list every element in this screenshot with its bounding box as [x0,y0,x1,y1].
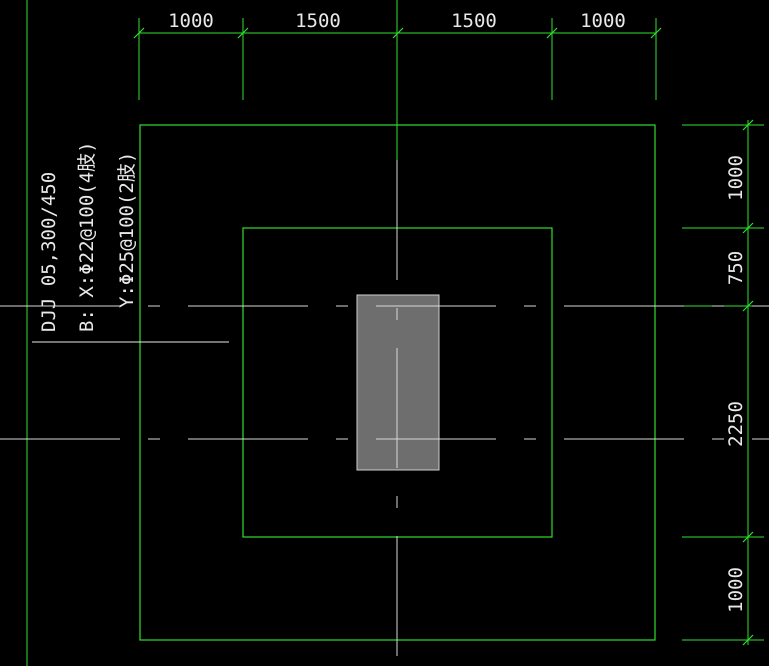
right-dimension-chain: 1000 750 2250 1000 [682,119,764,646]
right-tick-4 [742,531,754,543]
top-tick-2 [237,27,249,39]
right-tick-5 [742,634,754,646]
top-dimension-3: 1500 [451,10,497,32]
right-dimension-1: 1000 [725,155,747,201]
annotation-line-1: DJJ 05,300/450 [38,172,60,332]
top-tick-1 [133,27,145,39]
right-tick-1 [742,119,754,131]
foundation-annotation[interactable]: DJJ 05,300/450 B: X:Φ22@100(4肢) Y:Φ25@10… [32,141,229,343]
top-dimension-1: 1000 [168,10,214,32]
right-dimension-4: 1000 [725,567,747,613]
top-dimension-4: 1000 [580,10,626,32]
right-tick-3 [742,300,754,312]
annotation-line-3: Y:Φ25@100(2肢) [116,152,138,308]
top-dimension-2: 1500 [295,10,341,32]
right-tick-2 [742,222,754,234]
top-tick-4 [546,27,558,39]
annotation-line-2: B: X:Φ22@100(4肢) [76,141,98,332]
column-section[interactable] [356,294,440,471]
top-tick-5 [650,27,662,39]
right-dimension-2: 750 [725,251,747,285]
right-dimension-3: 2250 [725,401,747,447]
top-tick-3 [392,27,404,39]
